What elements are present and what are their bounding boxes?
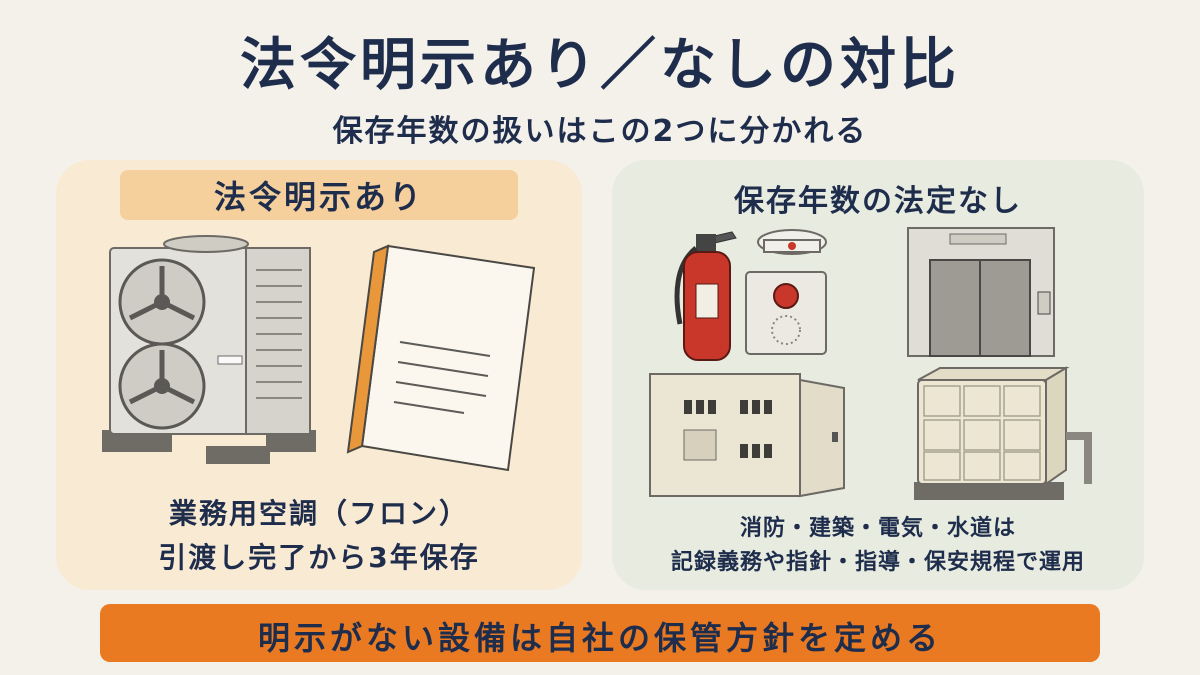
left-caption-line2: 引渡し完了から3年保存: [158, 541, 480, 574]
alarm-button-icon: [745, 271, 827, 355]
page-subtitle: 保存年数の扱いはこの2つに分かれる: [332, 114, 868, 149]
water-tank-icon: [914, 366, 1092, 500]
banner-text: 明示がない設備は自社の保管方針を定める: [257, 619, 942, 657]
right-caption-line1: 消防・建築・電気・水道は: [739, 516, 1016, 541]
electrical-panel-icon: [649, 373, 845, 498]
page-title: 法令明示あり／なしの対比: [240, 33, 960, 98]
document-binder-icon: [346, 244, 536, 472]
fire-extinguisher-icon: [674, 231, 737, 361]
right-panel-heading: 保存年数の法定なし: [734, 184, 1022, 219]
bottom-banner: 明示がない設備は自社の保管方針を定める: [100, 604, 1100, 662]
elevator-icon: [907, 227, 1055, 357]
right-caption-line2: 記録義務や指針・指導・保安規程で運用: [670, 550, 1085, 575]
right-panel: 保存年数の法定なし: [612, 160, 1144, 590]
left-caption-line1: 業務用空調（フロン）: [168, 497, 469, 530]
left-panel: 法令明示あり 業務用空調（フロン）: [56, 160, 582, 590]
left-heading-highlight: [120, 170, 518, 220]
left-panel-heading: 法令明示あり: [213, 178, 424, 216]
air-conditioner-unit-icon: [102, 235, 316, 464]
smoke-detector-icon: [757, 229, 827, 255]
